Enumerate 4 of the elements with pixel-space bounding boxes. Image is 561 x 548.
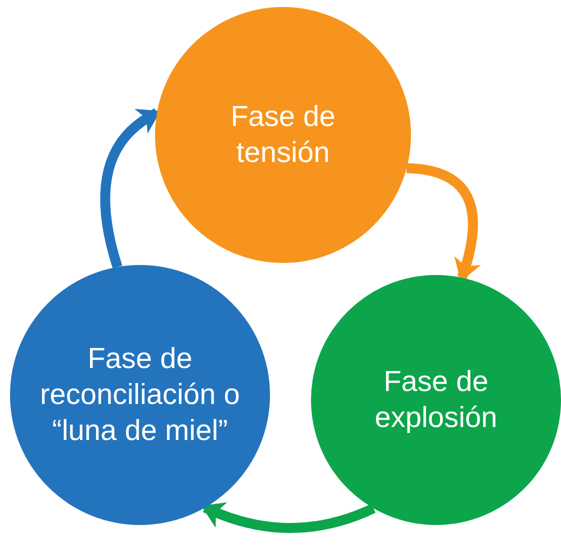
curved-arrow (201, 502, 376, 533)
phase-label: Fase de reconciliación o “luna de miel” (39, 342, 241, 450)
phase-label: Fase de explosión (374, 364, 498, 436)
phase-label: Fase de tensión (230, 100, 336, 171)
